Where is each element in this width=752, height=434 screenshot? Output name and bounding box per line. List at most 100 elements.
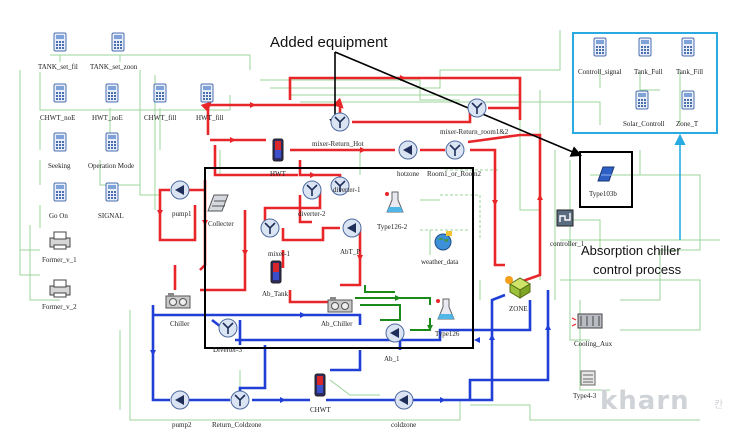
- zone-label: ZONE: [509, 305, 528, 313]
- chilled-water-loop: [151, 290, 550, 402]
- coldzone-label: coldzone: [391, 421, 417, 429]
- chiller-icon[interactable]: [165, 293, 191, 309]
- watermark-logo: kharn: [600, 386, 690, 416]
- control-group-box: [572, 32, 718, 134]
- weather-data-label: weather_data: [421, 258, 459, 266]
- former-v-1-icon[interactable]: [49, 231, 71, 250]
- mixer-1-label: mixer-1: [268, 250, 291, 258]
- diverter-1-icon[interactable]: [330, 176, 350, 196]
- room1-or-room2-icon[interactable]: [445, 140, 465, 160]
- abt-p-icon[interactable]: [342, 218, 362, 238]
- tank-fill-label: Tank_Fill: [676, 68, 704, 76]
- type103b-highlight-box: [579, 151, 633, 208]
- added-equipment-box: [204, 167, 474, 349]
- ab-1-label: Ab_1: [384, 355, 400, 363]
- operation-mode-icon[interactable]: [105, 132, 119, 152]
- type103b-label: Type103b: [589, 190, 617, 198]
- hwt-fill-label: HWT_fill: [196, 114, 224, 122]
- tank-set-fil-label: TANK_set_fil: [38, 63, 78, 71]
- cold-loop-arrows: [150, 312, 551, 403]
- zone-icon[interactable]: [505, 276, 531, 299]
- weather-data-icon[interactable]: [434, 231, 452, 251]
- chwt-label: CHWT: [310, 406, 331, 414]
- tank-full-icon[interactable]: [638, 37, 652, 57]
- mixer-return-room-icon[interactable]: [467, 98, 487, 118]
- mixer-1-icon[interactable]: [260, 218, 280, 238]
- diverter-2-label: diverter-2: [298, 210, 326, 218]
- absorber-arrows: [395, 295, 433, 331]
- ab-tank-icon[interactable]: [270, 260, 282, 284]
- cooling-aux-icon[interactable]: [571, 313, 603, 329]
- tank-set-zoon-icon[interactable]: [111, 32, 125, 52]
- signal-label: SIGNAL: [98, 212, 124, 220]
- former-v-2-icon[interactable]: [49, 279, 71, 298]
- mixer-return-hot-icon[interactable]: [330, 112, 350, 132]
- solar-controll-icon[interactable]: [635, 90, 649, 110]
- absorber-loop: [355, 285, 431, 331]
- type126-icon[interactable]: [436, 298, 455, 320]
- hotzone-label: hotzone: [397, 170, 420, 178]
- tank-set-fil-icon[interactable]: [53, 32, 67, 52]
- annotation-arrows: [329, 51, 583, 157]
- hot-water-loop: [158, 76, 542, 304]
- seeking-label: Seeking: [48, 162, 71, 170]
- zone-t-label: Zone_T: [676, 120, 699, 128]
- collecter-icon[interactable]: [207, 194, 229, 212]
- zone-t-icon[interactable]: [681, 90, 695, 110]
- pump1-label: pump1: [172, 210, 192, 218]
- go-on-icon[interactable]: [53, 182, 67, 202]
- pump2-icon[interactable]: [170, 390, 190, 410]
- diverter-2-icon[interactable]: [302, 180, 322, 200]
- go-on-label: Go On: [49, 212, 68, 220]
- controll-signal-icon[interactable]: [593, 37, 607, 57]
- type126-2-label: Type126-2: [377, 223, 408, 231]
- chwt-icon[interactable]: [314, 373, 326, 397]
- return-coldzone-label: Return_Coldzone: [212, 421, 262, 429]
- coldzone-icon[interactable]: [394, 390, 414, 410]
- hwt-icon[interactable]: [272, 138, 284, 162]
- pump1-icon[interactable]: [170, 180, 190, 200]
- absorption-chiller-annotation-line2: control process: [593, 262, 682, 277]
- type4-3-icon[interactable]: [580, 370, 596, 386]
- hwt-fill-icon[interactable]: [200, 83, 214, 103]
- type126-2-icon[interactable]: [385, 191, 404, 213]
- signal-icon[interactable]: [105, 182, 119, 202]
- chwt-noe-label: CHWT_noE: [40, 114, 76, 122]
- ab-chiller-icon[interactable]: [327, 297, 353, 313]
- solar-controll-label: Solar_Controll: [623, 120, 665, 128]
- room1-or-room2-label: Room1_or_Room2: [427, 170, 482, 178]
- hwt-noe-icon[interactable]: [105, 83, 119, 103]
- seeking-icon[interactable]: [53, 132, 67, 152]
- controller-1-label: controller_1: [550, 240, 585, 248]
- mixer-return-hot-label: mixer-Return_Hot: [312, 140, 364, 148]
- tank-full-label: Tank_Full: [634, 68, 663, 76]
- abt-p-label: AbT_P: [340, 248, 361, 256]
- cooling-aux-label: Cooling_Aux: [574, 340, 613, 348]
- tank-fill-icon[interactable]: [681, 37, 695, 57]
- hotzone-icon[interactable]: [398, 140, 418, 160]
- type126-label: Type126: [435, 330, 460, 338]
- controll-signal-label: Controll_signal: [578, 68, 622, 76]
- control-links: [19, 30, 720, 421]
- return-coldzone-icon[interactable]: [230, 390, 250, 410]
- ab-1-icon[interactable]: [385, 323, 405, 343]
- controller-1-icon[interactable]: [556, 209, 574, 227]
- collecter-label: Collecter: [208, 220, 234, 228]
- hwt-noe-label: HWT_noE: [92, 114, 123, 122]
- chwt-fill-icon[interactable]: [153, 83, 167, 103]
- type4-3-label: Type4-3: [573, 392, 597, 400]
- chwt-noe-icon[interactable]: [53, 83, 67, 103]
- hwt-label: HWT: [270, 170, 286, 178]
- diverter-3-icon[interactable]: [218, 318, 238, 338]
- watermark-suffix: 칸: [714, 400, 724, 411]
- added-equipment-annotation: Added equipment: [270, 34, 388, 51]
- former-v-1-label: Former_v_1: [42, 256, 77, 264]
- diverter-3-label: Diverter-3: [213, 346, 243, 354]
- tank-set-zoon-label: TANK_set_zoon: [90, 63, 138, 71]
- mixer-return-room-label: mixer-Return_room1&2: [440, 128, 509, 136]
- chwt-fill-label: CHWT_fill: [144, 114, 177, 122]
- ab-tank-label: Ab_Tank: [262, 290, 288, 298]
- type103b-icon[interactable]: [597, 166, 615, 182]
- diverter-1-label: diverter-1: [333, 186, 361, 194]
